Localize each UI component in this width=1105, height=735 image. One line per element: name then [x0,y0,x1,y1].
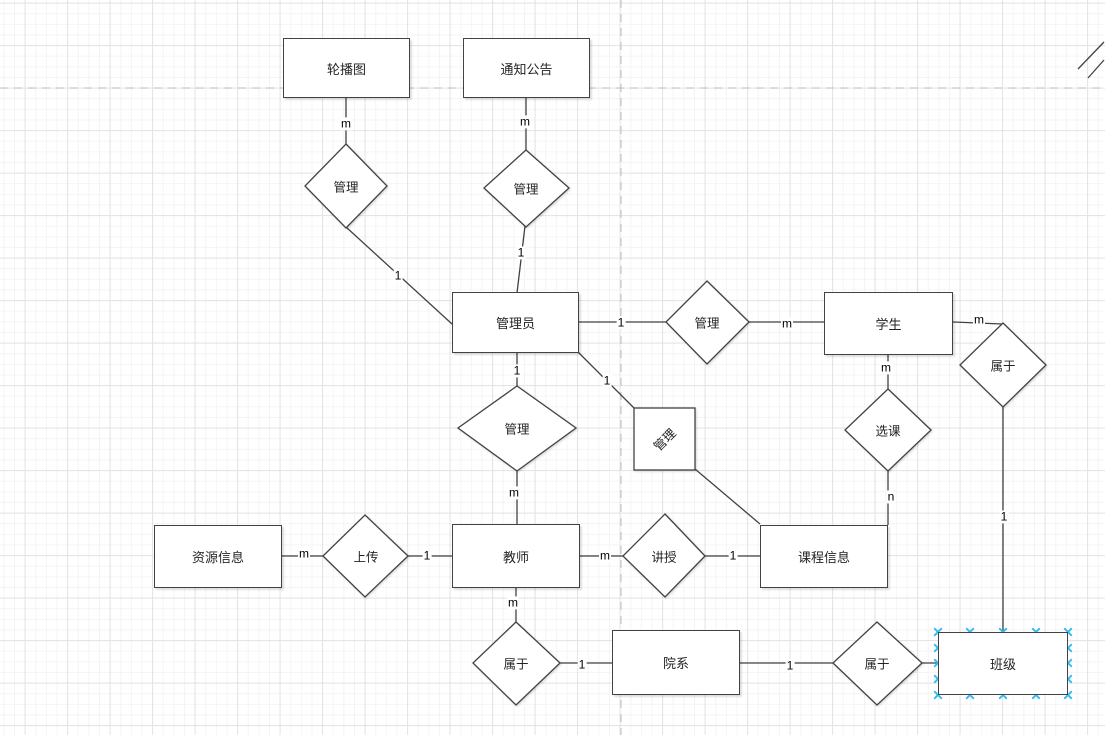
entity-label: 轮播图 [326,61,366,77]
relationship-label-manage-notice: 管理 [513,182,539,197]
relationship-label-manage-student: 管理 [694,316,720,331]
cardinality-label[interactable]: 1 [602,373,612,388]
diamond-student-belongs[interactable] [959,322,1047,408]
cardinality-label[interactable]: 1 [728,548,738,563]
entity-resource[interactable]: 资源信息 [154,525,282,588]
diamond-select-course[interactable] [844,388,932,472]
diamond-class-belongs[interactable] [832,621,923,706]
entity-course[interactable]: 课程信息 [760,525,888,588]
entity-admin[interactable]: 管理员 [452,292,579,353]
entity-carousel[interactable]: 轮播图 [283,38,410,98]
edges [282,98,1004,664]
diamond-upload[interactable] [322,514,409,598]
cardinality-label[interactable]: m [340,116,352,131]
cardinality-label[interactable]: 1 [516,245,526,260]
entity-department[interactable]: 院系 [612,630,740,695]
entity-label: 院系 [662,656,689,671]
diamond-manage-notice[interactable] [483,149,570,228]
relationship-label-class-belongs: 属于 [864,657,890,672]
relationship-diamonds [304,143,1047,706]
entity-student[interactable]: 学生 [824,292,953,355]
cardinality-label[interactable]: n [886,489,896,504]
entity-label: 班级 [989,657,1016,672]
cardinality-label[interactable]: m [781,316,793,331]
edge-managecourse-course[interactable] [694,468,761,525]
cardinality-label[interactable]: 1 [616,315,626,330]
cardinality-label[interactable]: m [508,485,520,500]
corner-diagonal-strokes [1077,41,1105,79]
entity-label: 通知公告 [500,61,553,77]
relationship-label-teacher-belongs: 属于 [503,657,529,672]
entity-label: 教师 [502,549,529,565]
relationship-label-student-belongs: 属于 [990,359,1016,374]
relationship-label-teach: 讲授 [651,550,677,565]
cardinality-label[interactable]: 1 [785,658,795,673]
diamond-teacher-belongs[interactable] [472,621,561,706]
diamond-teach[interactable] [622,513,706,598]
cardinality-label[interactable]: m [298,546,310,561]
relationship-label-manage-carousel: 管理 [333,180,359,195]
entity-label: 资源信息 [191,550,244,565]
cardinality-label[interactable]: m [507,595,519,610]
entity-class[interactable]: 班级 [938,632,1068,695]
cardinality-label[interactable]: 1 [393,268,403,283]
cardinality-label[interactable]: m [519,114,531,129]
entity-label: 课程信息 [797,550,850,565]
entity-label: 学生 [875,317,902,332]
cardinality-label[interactable]: 1 [999,509,1009,524]
diamond-manage-course-rotated[interactable] [633,407,696,471]
cardinality-label[interactable]: m [599,548,611,563]
cardinality-label[interactable]: m [880,360,892,375]
cardinality-label[interactable]: 1 [512,363,522,378]
cardinality-label[interactable]: 1 [422,548,432,563]
entity-teacher[interactable]: 教师 [452,524,580,588]
entity-notice[interactable]: 通知公告 [463,38,590,98]
diamond-manage-student[interactable] [665,280,750,365]
cardinality-label[interactable]: 1 [577,657,587,672]
diamond-manage-carousel[interactable] [304,143,388,229]
relationship-label-select-course: 选课 [875,424,901,439]
diamond-manage-teacher[interactable] [456,385,578,472]
relationship-label-manage-teacher: 管理 [504,422,530,437]
relationship-label-upload: 上传 [353,550,379,565]
cardinality-label[interactable]: m [973,312,985,327]
entity-label: 管理员 [495,316,535,331]
